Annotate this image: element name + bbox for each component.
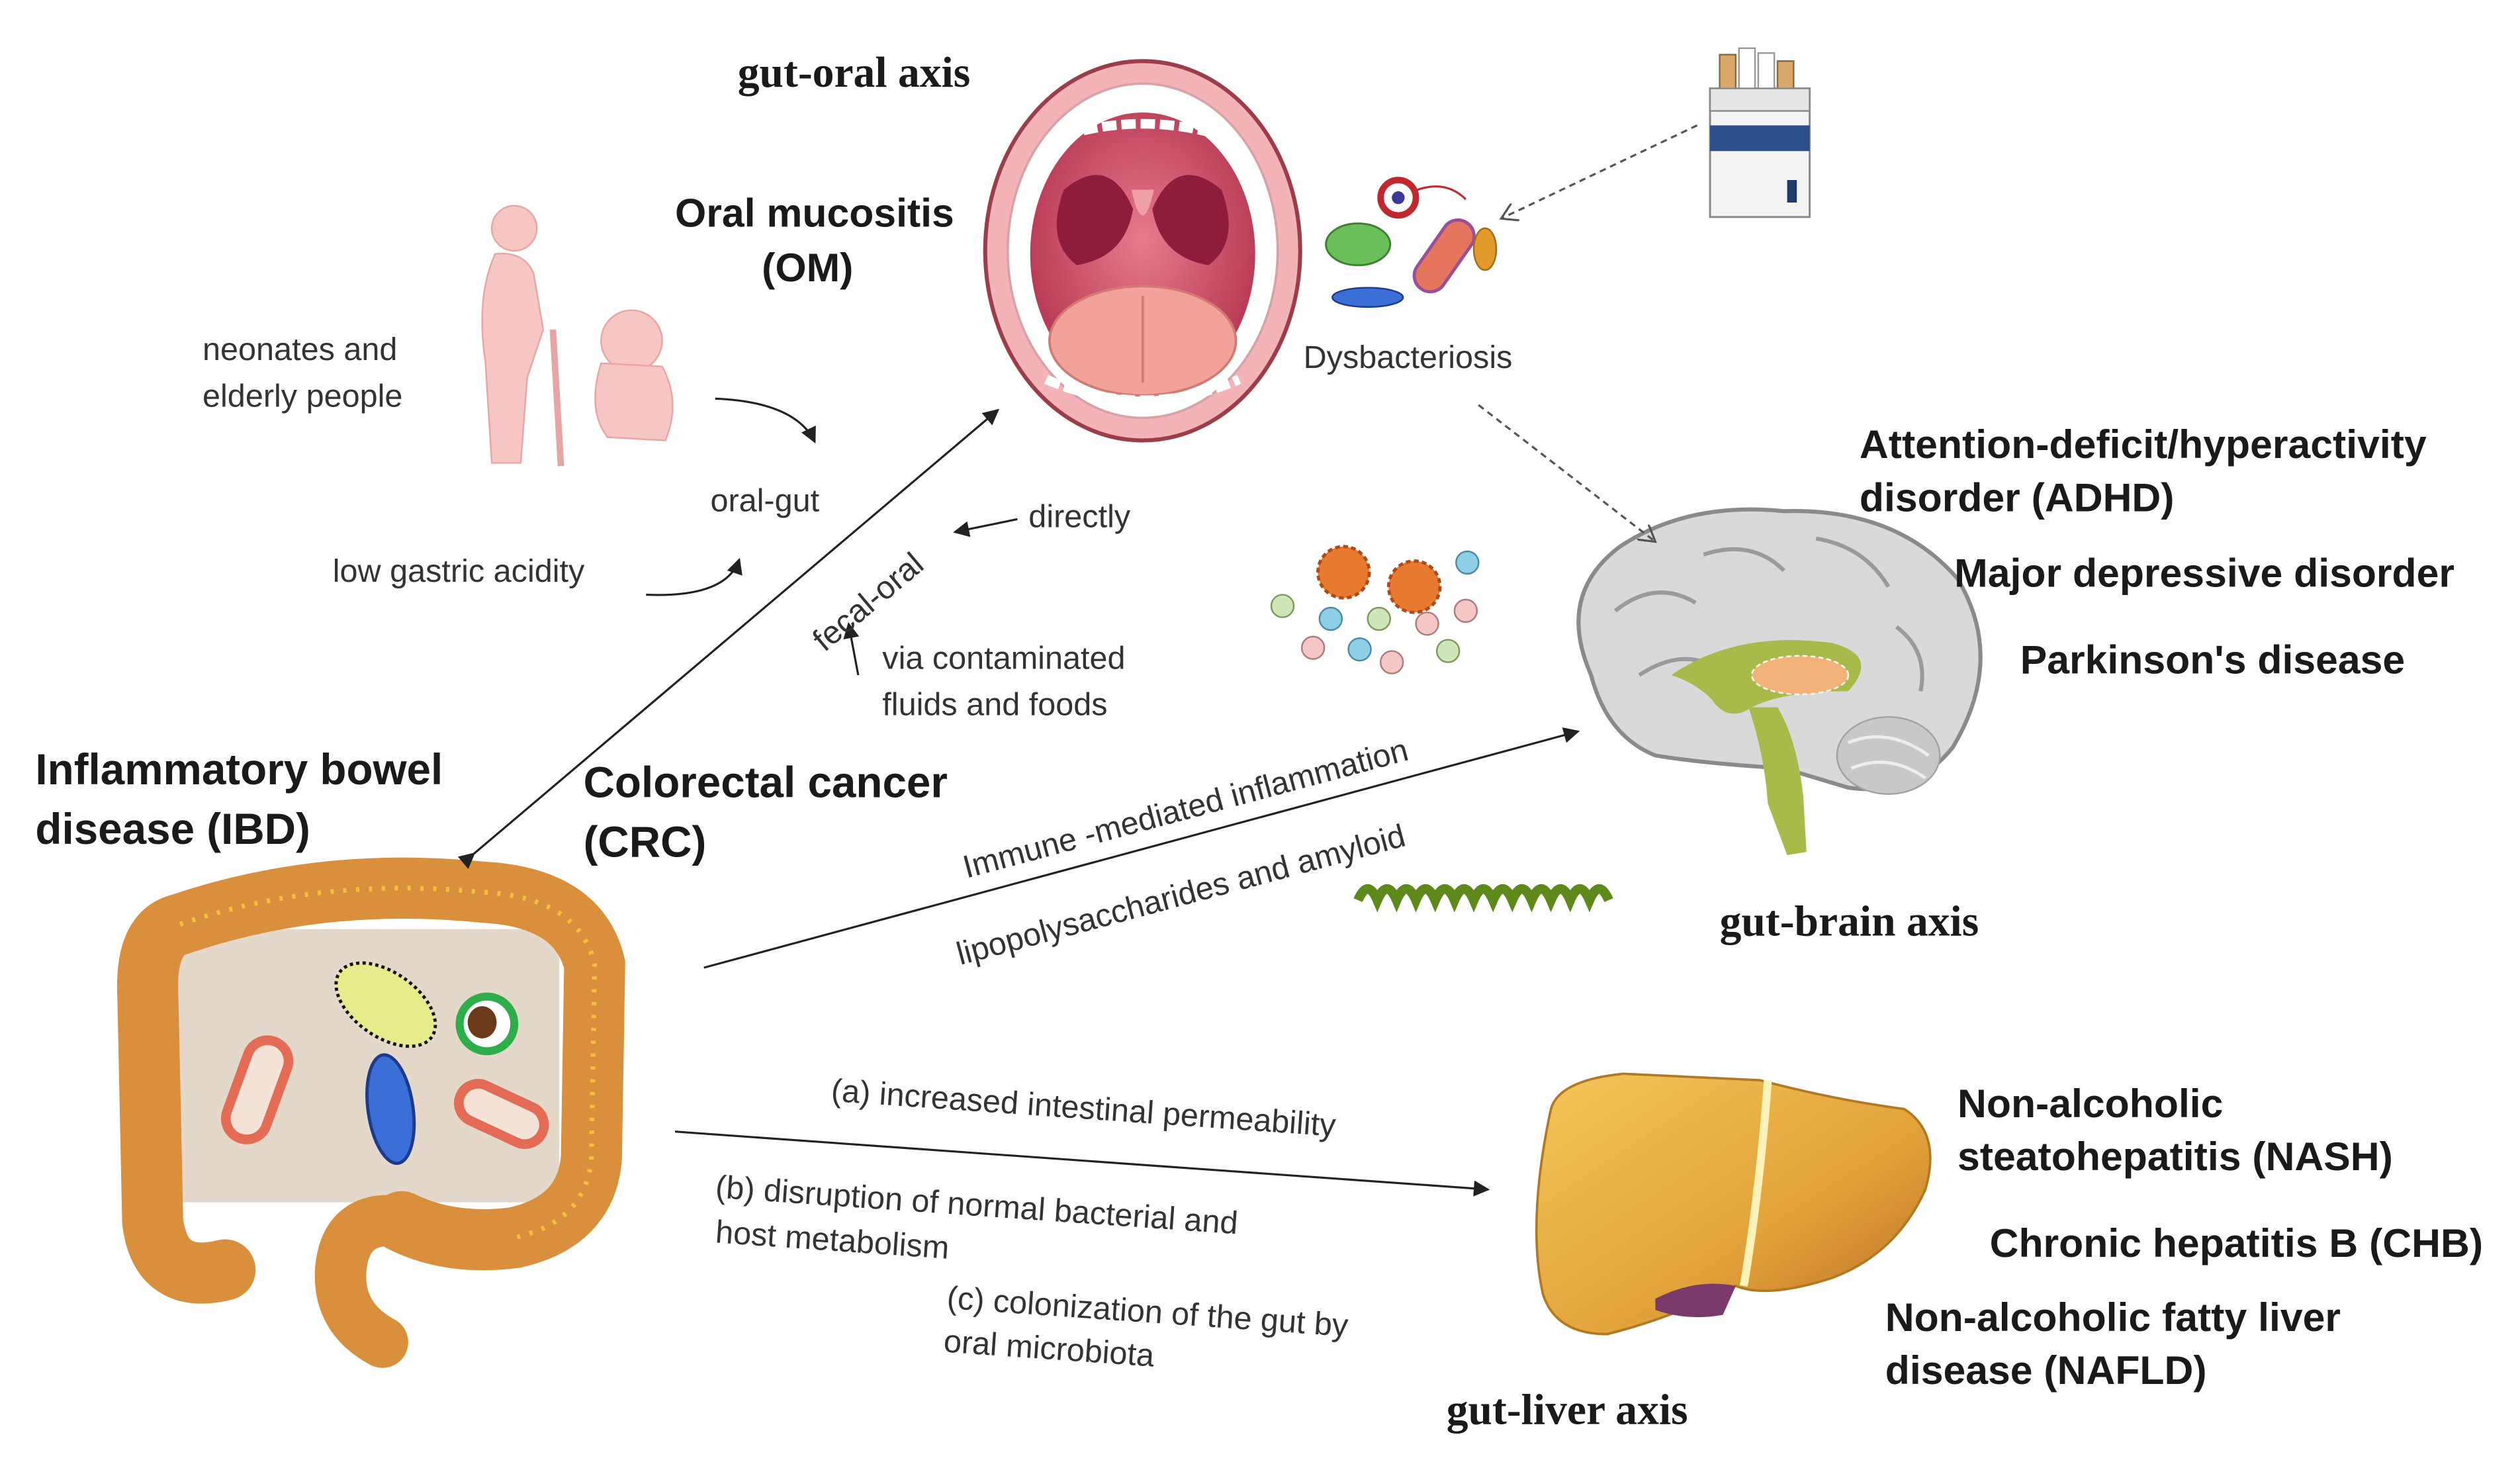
arrow-population-to-oral-gut	[715, 397, 816, 444]
arrow-gastric-to-oral-gut	[646, 557, 742, 596]
brain-disease-adhd-line1: Attention-deficit/hyperactivity	[1859, 422, 2427, 468]
liver-disease-nash-line2: steatohepatitis (NASH)	[1958, 1134, 2393, 1180]
cigarette-pack-icon	[1709, 47, 1811, 218]
arrow-to-liver	[674, 1130, 1490, 1197]
brain-disease-adhd-line2: disorder (ADHD)	[1859, 475, 2175, 521]
brain-illustration	[1576, 507, 1983, 856]
open-mouth-illustration	[983, 59, 1302, 443]
arrow-oral-gut-bidirectional	[457, 408, 1000, 869]
infant-figure	[594, 309, 674, 441]
crc-label-line1: Colorectal cancer	[583, 758, 948, 807]
liver-disease-nafld-line2: disease (NAFLD)	[1885, 1348, 2207, 1394]
gut-oral-axis-title: gut-oral axis	[737, 48, 971, 97]
liver-disease-chb: Chronic hepatitis B (CHB)	[1989, 1221, 2484, 1267]
directly-label: directly	[1028, 500, 1131, 535]
colon-illustration	[116, 857, 625, 1368]
spiral-bacterium-icon	[1353, 884, 1613, 913]
contaminated-label-line1: via contaminated	[882, 641, 1126, 677]
oral-mucositis-label-line1: Oral mucositis	[675, 191, 954, 237]
elderly-person-figure	[481, 205, 564, 467]
oral-bacteria-cluster	[1325, 177, 1498, 308]
population-label-line2: elderly people	[202, 379, 403, 415]
oral-gut-route-label: oral-gut	[710, 484, 820, 520]
contaminated-label-line2: fluids and foods	[882, 688, 1108, 723]
gut-liver-axis-title: gut-liver axis	[1446, 1385, 1688, 1434]
microbe-particles	[1270, 545, 1480, 674]
liver-disease-nash-line1: Non-alcoholic	[1958, 1081, 2224, 1127]
arrow-dysbacteriosis-to-brain	[1478, 404, 1655, 541]
arrow-contaminated	[843, 621, 860, 676]
arrow-smoking-to-dysbacteriosis	[1501, 124, 1698, 218]
crc-label-line2: (CRC)	[583, 818, 707, 867]
dysbacteriosis-label: Dysbacteriosis	[1303, 340, 1513, 377]
brain-disease-parkinsons: Parkinson's disease	[2020, 638, 2406, 684]
liver-disease-nafld-line1: Non-alcoholic fatty liver	[1885, 1295, 2341, 1341]
arrow-directly	[953, 518, 1018, 537]
ibd-label-line1: Inflammatory bowel	[35, 745, 443, 794]
population-label-line1: neonates and	[202, 332, 398, 369]
gut-brain-axis-title: gut-brain axis	[1719, 897, 1979, 946]
oral-mucositis-label-line2: (OM)	[762, 246, 854, 291]
liver-illustration	[1535, 1072, 1932, 1336]
ibd-label-line2: disease (IBD)	[35, 805, 310, 854]
low-gastric-acidity-label: low gastric acidity	[332, 554, 585, 590]
arrow-to-brain	[703, 727, 1580, 969]
brain-disease-depression: Major depressive disorder	[1954, 551, 2455, 597]
